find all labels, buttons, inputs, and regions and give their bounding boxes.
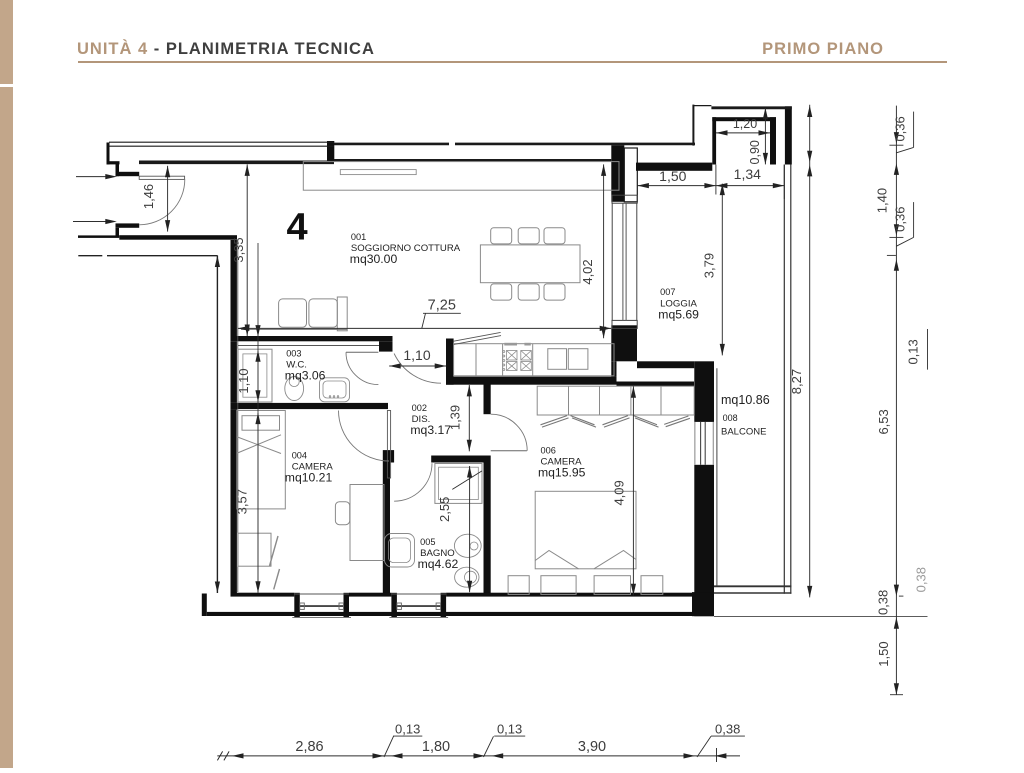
svg-text:BAGNO: BAGNO <box>420 548 455 559</box>
svg-text:7,25: 7,25 <box>428 298 456 314</box>
svg-text:BALCONE: BALCONE <box>721 427 766 438</box>
svg-text:0,36: 0,36 <box>892 207 907 232</box>
svg-text:002: 002 <box>412 403 427 413</box>
svg-text:2,86: 2,86 <box>295 739 323 755</box>
svg-text:0,36: 0,36 <box>892 116 907 141</box>
svg-text:0,13: 0,13 <box>905 339 920 364</box>
svg-text:DIS.: DIS. <box>412 414 431 425</box>
svg-text:CAMERA: CAMERA <box>541 457 583 468</box>
svg-text:0,13: 0,13 <box>497 721 522 736</box>
svg-text:0,13: 0,13 <box>395 721 420 736</box>
svg-text:2,55: 2,55 <box>437 497 452 522</box>
svg-text:mq3.06: mq3.06 <box>285 369 326 383</box>
svg-text:4: 4 <box>287 207 308 249</box>
svg-text:mq10.86: mq10.86 <box>721 393 770 407</box>
svg-text:mq30.00: mq30.00 <box>350 252 398 266</box>
svg-text:1,50: 1,50 <box>659 168 686 184</box>
svg-text:007: 007 <box>660 287 675 297</box>
svg-text:0,38: 0,38 <box>715 721 740 736</box>
svg-text:006: 006 <box>541 445 556 455</box>
svg-text:mq10.21: mq10.21 <box>285 471 333 485</box>
svg-text:4,09: 4,09 <box>612 480 627 505</box>
svg-text:3,90: 3,90 <box>578 739 606 755</box>
svg-text:004: 004 <box>292 451 307 461</box>
svg-text:LOGGIA: LOGGIA <box>660 298 697 309</box>
svg-text:1,10: 1,10 <box>403 347 430 363</box>
svg-text:001: 001 <box>351 232 366 242</box>
svg-text:1,34: 1,34 <box>734 166 761 182</box>
svg-text:1,80: 1,80 <box>422 739 450 755</box>
svg-text:3,79: 3,79 <box>701 253 716 278</box>
svg-text:mq4.62: mq4.62 <box>418 557 459 571</box>
svg-text:8,27: 8,27 <box>789 369 804 394</box>
svg-text:0,90: 0,90 <box>748 140 762 164</box>
svg-text:mq15.95: mq15.95 <box>538 466 586 480</box>
svg-text:1,39: 1,39 <box>448 405 463 430</box>
svg-text:003: 003 <box>286 349 301 359</box>
svg-text:4,02: 4,02 <box>580 259 595 284</box>
svg-text:6,53: 6,53 <box>876 409 891 434</box>
svg-text:3,57: 3,57 <box>235 489 250 514</box>
svg-text:008: 008 <box>723 413 738 423</box>
svg-text:W.C.: W.C. <box>286 360 307 371</box>
svg-text:005: 005 <box>420 537 435 547</box>
svg-text:mq5.69: mq5.69 <box>658 307 699 321</box>
svg-text:3,35: 3,35 <box>231 237 246 262</box>
svg-text:SOGGIORNO COTTURA: SOGGIORNO COTTURA <box>351 243 461 254</box>
svg-text:1,50: 1,50 <box>876 641 891 666</box>
svg-text:1,10: 1,10 <box>236 368 251 393</box>
svg-text:mq3.17: mq3.17 <box>410 423 451 437</box>
svg-text:0,38: 0,38 <box>875 590 890 615</box>
svg-text:1,46: 1,46 <box>141 184 156 209</box>
svg-text:1,40: 1,40 <box>874 188 889 213</box>
svg-text:0,38: 0,38 <box>914 567 929 592</box>
svg-text:1,20: 1,20 <box>733 117 757 131</box>
svg-text:CAMERA: CAMERA <box>292 462 334 473</box>
